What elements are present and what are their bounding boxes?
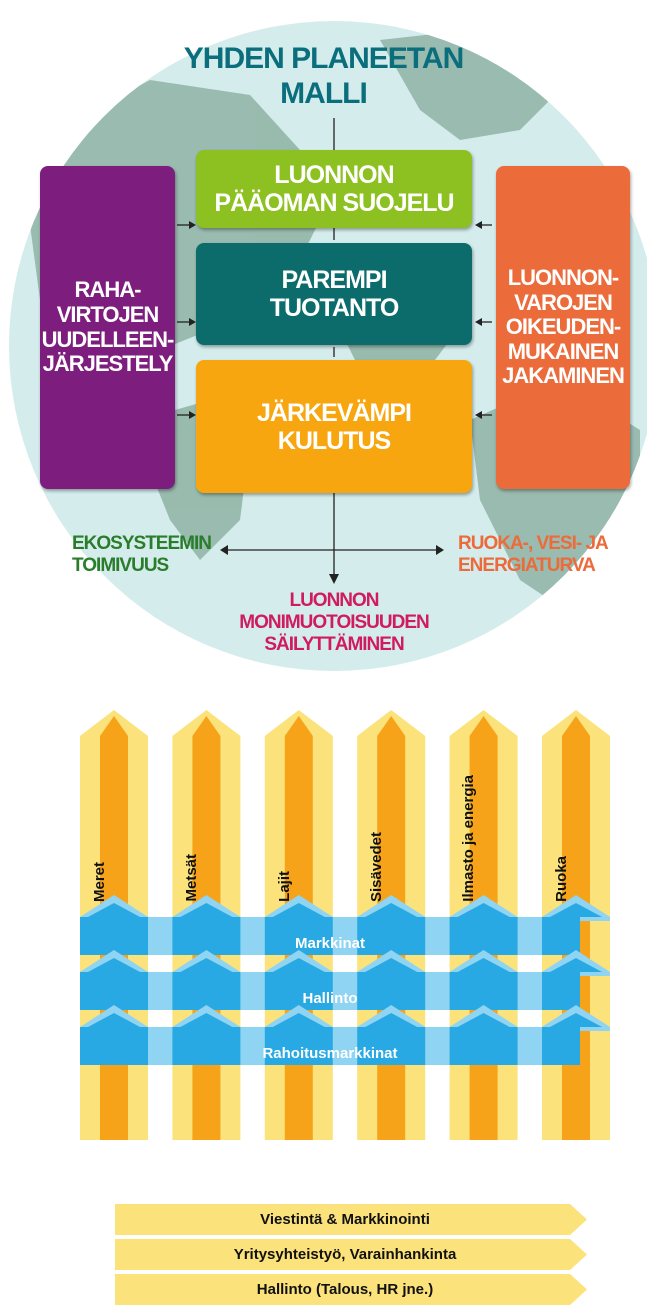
band-chevron-inner: [550, 903, 602, 917]
center-box-consumption: JÄRKEVÄMPI KULUTUS: [196, 360, 472, 493]
arrow-down-icon: [329, 574, 339, 584]
band-gap: [517, 917, 542, 955]
model-title: YHDEN PLANEETAN MALLI: [183, 42, 464, 110]
band-gap: [425, 1027, 450, 1065]
band-chevron-inner: [457, 958, 510, 972]
support-label-communications: Viestintä & Markkinointi: [260, 1211, 430, 1228]
band-chevron-inner: [180, 958, 233, 972]
band-chevron-inner: [88, 1013, 140, 1027]
band-gap: [148, 972, 173, 1010]
band-chevron-inner: [550, 958, 602, 972]
band-chevron-inner: [272, 958, 325, 972]
arrow-left-icon: [475, 221, 482, 229]
band-chevron-inner: [272, 1013, 325, 1027]
band-chevron-inner: [365, 1013, 418, 1027]
band-label-markets: Markkinat: [294, 935, 366, 952]
outcome-biodiversity: LUONNON MONIMUOTOISUUDEN SÄILYTTÄMINEN: [239, 590, 429, 655]
arrow-right-icon: [436, 545, 444, 555]
outcome-ecosystem: EKOSYSTEEMIN TOIMIVUUS: [72, 533, 212, 576]
band-chevron-inner: [365, 903, 418, 917]
column-label-climate-energy: Ilmasto ja energia: [459, 775, 477, 902]
band-chevron-inner: [88, 903, 140, 917]
band-chevron-inner: [365, 958, 418, 972]
arrow-right-icon: [189, 411, 196, 419]
column-label-forests: Metsät: [182, 854, 200, 902]
column-label-oceans: Meret: [90, 861, 108, 902]
band-label-governance: Hallinto: [302, 990, 358, 1007]
arrow-right-icon: [189, 221, 196, 229]
center-box-natural-capital: LUONNON PÄÄOMAN SUOJELU: [196, 150, 472, 228]
band-chevron-inner: [550, 1013, 602, 1027]
column-label-species: Lajit: [275, 871, 293, 902]
band-chevron-inner: [180, 1013, 233, 1027]
band-gap: [425, 972, 450, 1010]
band-gap: [148, 1027, 173, 1065]
practices-grid: [80, 710, 610, 1140]
band-gap: [332, 972, 358, 1010]
band-gap: [332, 1027, 358, 1065]
column-label-food: Ruoka: [552, 856, 570, 902]
support-bar-administration: [115, 1274, 587, 1305]
band-gap: [425, 917, 450, 955]
support-bar-partnerships: [115, 1239, 587, 1270]
band-gap: [240, 972, 265, 1010]
right-box-equitable-sharing: LUONNON- VAROJEN OIKEUDEN- MUKAINEN JAKA…: [496, 166, 630, 489]
center-box-production: PAREMPI TUOTANTO: [196, 243, 472, 345]
globe-landmass: [380, 30, 560, 140]
band-chevron-inner: [457, 903, 510, 917]
band-gap: [517, 972, 542, 1010]
arrow-left-icon: [475, 318, 482, 326]
arrow-left-icon: [475, 411, 482, 419]
band-label-finance: Rahoitusmarkkinat: [262, 1045, 398, 1062]
band-chevron-inner: [272, 903, 325, 917]
band-gap: [240, 1027, 265, 1065]
band-chevron-inner: [180, 903, 233, 917]
band-gap: [240, 917, 265, 955]
support-bar-communications: [115, 1204, 587, 1235]
band-chevron-inner: [457, 1013, 510, 1027]
arrow-right-icon: [189, 318, 196, 326]
left-box-financial-flows: RAHA- VIRTOJEN UUDELLEEN- JÄRJESTELY: [40, 166, 175, 489]
band-gap: [517, 1027, 542, 1065]
support-label-administration: Hallinto (Talous, HR jne.): [256, 1281, 434, 1298]
band-chevron-inner: [88, 958, 140, 972]
band-gap: [148, 917, 173, 955]
band-gap: [332, 917, 358, 955]
column-label-freshwater: Sisävedet: [367, 831, 385, 902]
outcome-food-water-energy: RUOKA-, VESI- JA ENERGIATURVA: [458, 533, 609, 576]
support-label-partnerships: Yritysyhteistyö, Varainhankinta: [233, 1246, 457, 1263]
arrow-left-icon: [220, 545, 228, 555]
